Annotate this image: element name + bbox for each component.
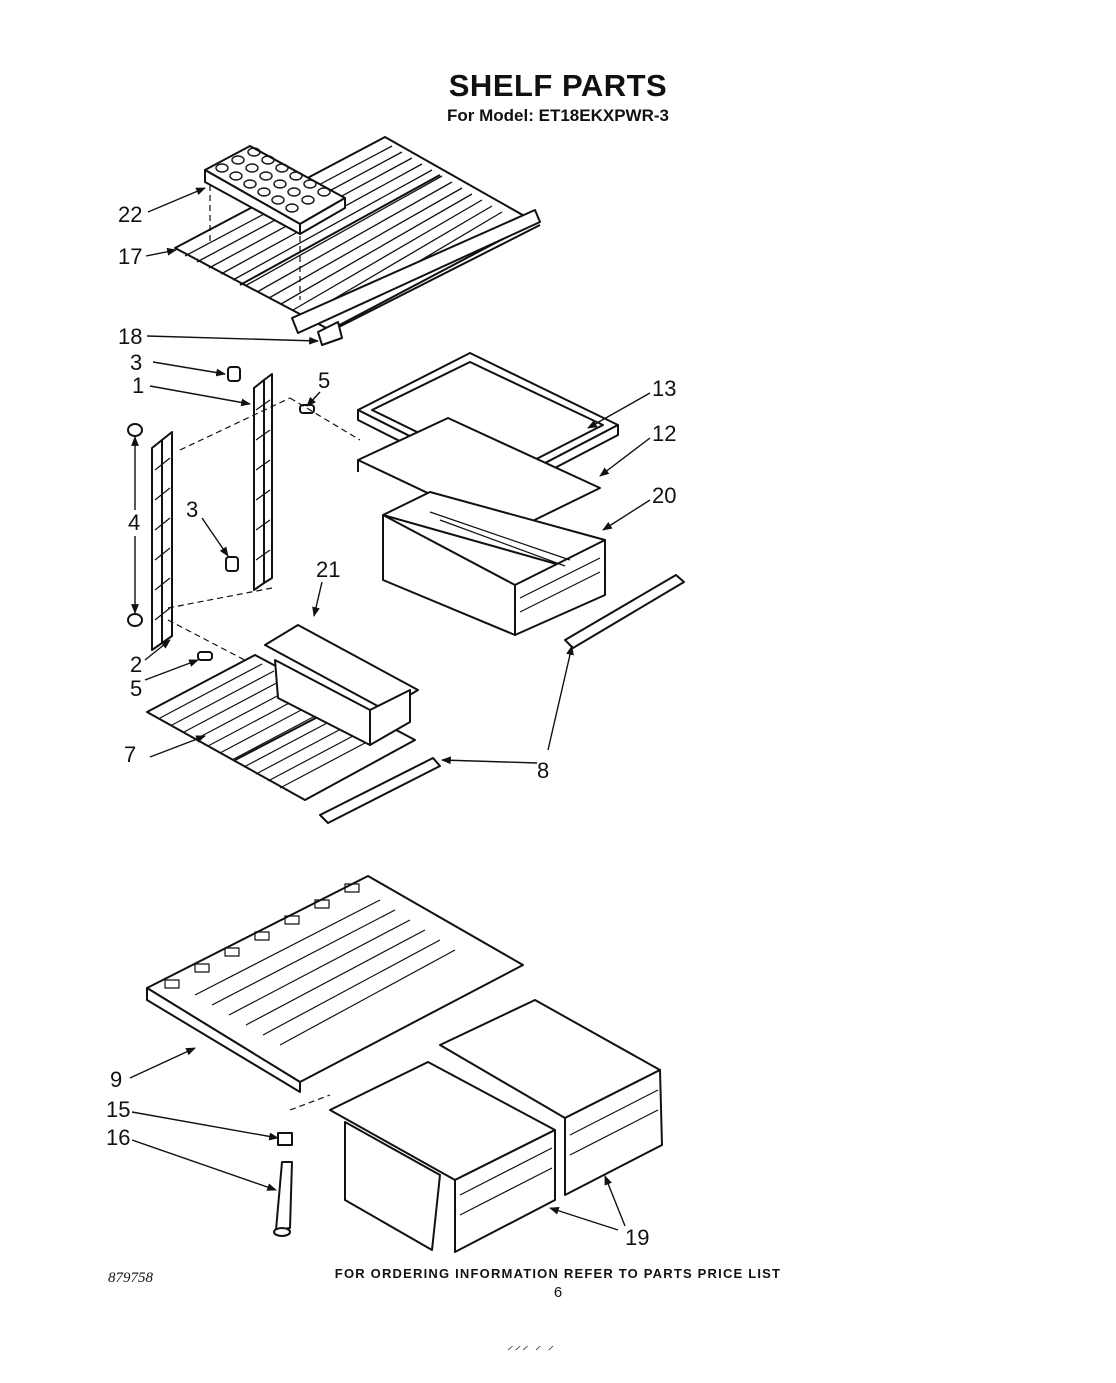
callout-22: 22 [118, 202, 142, 227]
leader-lines [129, 187, 651, 1231]
callout-1: 1 [132, 373, 144, 398]
callout-5-top: 5 [318, 368, 330, 393]
crisper-cover [146, 875, 524, 1093]
callout-7: 7 [124, 742, 136, 767]
callout-15: 15 [106, 1097, 130, 1122]
ladder-caps [127, 366, 315, 661]
left-ladder [151, 431, 173, 651]
roller-assembly [273, 1132, 293, 1237]
document-number: 879758 [108, 1270, 153, 1286]
callout-12: 12 [652, 421, 676, 446]
callout-3-top: 3 [130, 350, 142, 375]
crisper-drawers [329, 999, 663, 1253]
callout-20: 20 [652, 483, 676, 508]
callout-13: 13 [652, 376, 676, 401]
alignment-lines [167, 397, 361, 1111]
callout-5-low: 5 [130, 676, 142, 701]
meat-pan [382, 491, 606, 636]
lower-trim-rail [319, 757, 441, 824]
margin-mark: ᐟᐟᐟ ᐟ ᐟ [506, 1343, 555, 1358]
callout-4: 4 [128, 510, 140, 535]
model-subtitle: For Model: ET18EKXPWR-3 [447, 106, 669, 125]
callout-2: 2 [130, 652, 142, 677]
page-title: SHELF PARTS [448, 68, 668, 103]
right-ladder [253, 373, 273, 591]
page-number: 6 [553, 1284, 563, 1301]
callout-numbers: 22 17 18 3 1 5 13 12 20 4 3 21 2 5 7 8 8… [106, 202, 676, 1250]
ordering-note: FOR ORDERING INFORMATION REFER TO PARTS … [334, 1266, 782, 1281]
callout-8-low: 8 [537, 758, 549, 783]
storage-bin [264, 624, 419, 746]
callout-16: 16 [106, 1125, 130, 1150]
callout-18: 18 [118, 324, 142, 349]
callout-9: 9 [110, 1067, 122, 1092]
callout-3-mid: 3 [186, 497, 198, 522]
callout-19: 19 [625, 1225, 649, 1250]
egg-tray [204, 145, 346, 300]
callout-21: 21 [316, 557, 340, 582]
top-wire-shelf [174, 136, 541, 346]
callout-17: 17 [118, 244, 142, 269]
